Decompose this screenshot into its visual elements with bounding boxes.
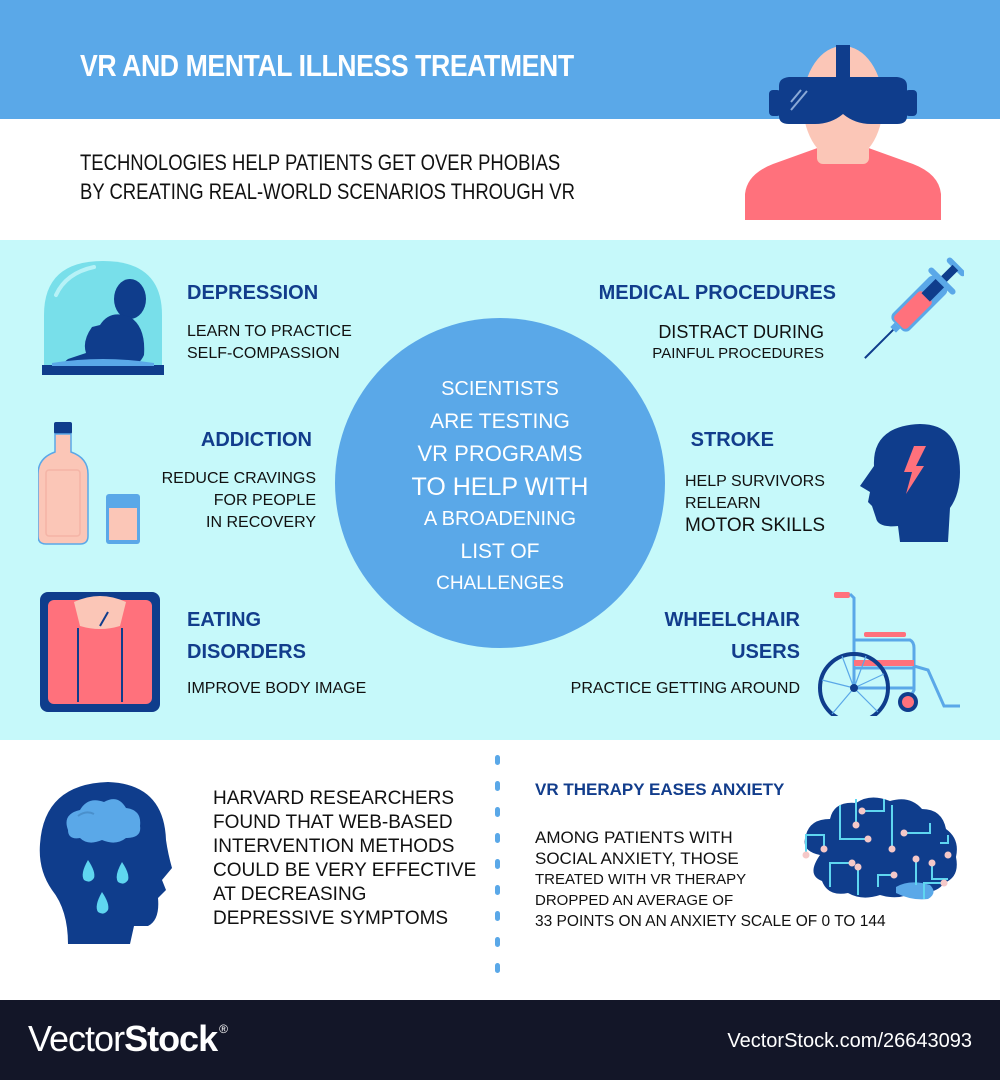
center-circle xyxy=(335,318,665,648)
anxiety-line: AMONG PATIENTS WITH xyxy=(535,828,733,847)
registered-mark: ® xyxy=(219,1022,228,1036)
vectorstock-logo[interactable]: VectorStock® xyxy=(28,1018,228,1060)
item-title: WHEELCHAIR xyxy=(664,609,800,631)
item-desc: IN RECOVERY xyxy=(206,514,316,531)
wheelchair-icon xyxy=(818,590,964,716)
harvard-line: HARVARD RESEARCHERS xyxy=(213,788,455,809)
vr-headset-person-icon xyxy=(743,44,943,222)
item-wheelchair-users: WHEELCHAIR USERS PRACTICE GETTING AROUND xyxy=(560,604,800,700)
harvard-line: DEPRESSIVE SYMPTOMS xyxy=(213,908,449,929)
item-desc: FOR PEOPLE xyxy=(213,492,316,509)
center-line: VR PROGRAMS xyxy=(417,441,583,466)
anxiety-text: AMONG PATIENTS WITH SOCIAL ANXIETY, THOS… xyxy=(535,827,886,932)
item-desc: HELP SURVIVORS xyxy=(685,473,825,490)
circuit-brain-icon xyxy=(800,795,962,903)
item-desc: IMPROVE BODY IMAGE xyxy=(187,680,367,697)
footer xyxy=(0,1000,1000,1080)
item-depression: DEPRESSION LEARN TO PRACTICE SELF-COMPAS… xyxy=(187,277,352,365)
item-title: STROKE xyxy=(690,429,774,451)
harvard-line: FOUND THAT WEB-BASED xyxy=(213,812,453,833)
center-line: A BROADENING xyxy=(423,508,577,530)
person-in-glass-dome-icon xyxy=(38,255,168,377)
subtitle-line: TECHNOLOGIES HELP PATIENTS GET OVER PHOB… xyxy=(80,150,561,175)
item-desc: SELF-COMPASSION xyxy=(187,345,340,362)
item-stroke: HELP SURVIVORS RELEARN MOTOR SKILLS xyxy=(685,471,825,537)
center-line: SCIENTISTS xyxy=(441,378,559,400)
item-medical-procedures-desc: DISTRACT DURING PAINFUL PROCEDURES xyxy=(560,321,824,365)
item-title: DISORDERS xyxy=(187,641,306,663)
subtitle-line: BY CREATING REAL-WORLD SCENARIOS THROUGH… xyxy=(80,179,575,204)
anxiety-title: VR THERAPY EASES ANXIETY xyxy=(535,780,785,799)
syringe-icon xyxy=(852,252,964,378)
harvard-text: HARVARD RESEARCHERS FOUND THAT WEB-BASED… xyxy=(213,787,476,931)
item-stroke-title: STROKE xyxy=(560,424,774,456)
item-addiction: ADDICTION REDUCE CRAVINGS FOR PEOPLE IN … xyxy=(120,424,316,534)
harvard-line: COULD BE VERY EFFECTIVE xyxy=(213,860,477,881)
item-desc: MOTOR SKILLS xyxy=(685,515,826,536)
item-medical-procedures: MEDICAL PROCEDURES xyxy=(520,277,836,309)
anxiety-line: SOCIAL ANXIETY, THOSE xyxy=(535,849,739,868)
item-desc: PRACTICE GETTING AROUND xyxy=(570,680,800,697)
center-line: TO HELP WITH xyxy=(411,472,589,501)
head-lightning-icon xyxy=(860,422,964,544)
item-desc: REDUCE CRAVINGS xyxy=(161,470,316,487)
center-circle-text: SCIENTISTS ARE TESTING VR PROGRAMS TO HE… xyxy=(335,373,665,601)
logo-bold-text: Stock xyxy=(124,1018,218,1059)
harvard-line: INTERVENTION METHODS xyxy=(213,836,455,857)
anxiety-line: 33 POINTS ON AN ANXIETY SCALE OF 0 TO 14… xyxy=(535,913,886,930)
item-eating-disorders: EATING DISORDERS IMPROVE BODY IMAGE xyxy=(187,604,366,700)
footer-url-link[interactable]: VectorStock.com/26643093 xyxy=(727,1030,972,1052)
item-desc: DISTRACT DURING xyxy=(658,322,824,342)
logo-light-text: Vector xyxy=(28,1018,125,1059)
item-title: DEPRESSION xyxy=(187,282,319,304)
harvard-line: AT DECREASING xyxy=(213,884,367,905)
item-desc: LEARN TO PRACTICE xyxy=(187,323,352,340)
item-desc: RELEARN xyxy=(685,495,761,512)
center-line: LIST OF xyxy=(460,539,540,563)
item-title: USERS xyxy=(731,641,800,663)
dotted-divider xyxy=(495,755,501,985)
bottle-and-glass-icon xyxy=(38,420,144,546)
anxiety-line: TREATED WITH VR THERAPY xyxy=(535,871,747,888)
center-line: CHALLENGES xyxy=(436,573,564,594)
item-title: MEDICAL PROCEDURES xyxy=(598,282,836,304)
anxiety-line: DROPPED AN AVERAGE OF xyxy=(535,892,734,909)
bathroom-scale-icon xyxy=(40,592,162,714)
page-title: VR AND MENTAL ILLNESS TREATMENT xyxy=(80,48,574,83)
sad-head-rain-cloud-icon xyxy=(38,780,174,946)
item-title: ADDICTION xyxy=(200,429,312,451)
item-title: EATING xyxy=(187,609,262,631)
subtitle: TECHNOLOGIES HELP PATIENTS GET OVER PHOB… xyxy=(80,148,575,206)
item-desc: PAINFUL PROCEDURES xyxy=(652,345,824,362)
center-line: ARE TESTING xyxy=(430,409,570,433)
